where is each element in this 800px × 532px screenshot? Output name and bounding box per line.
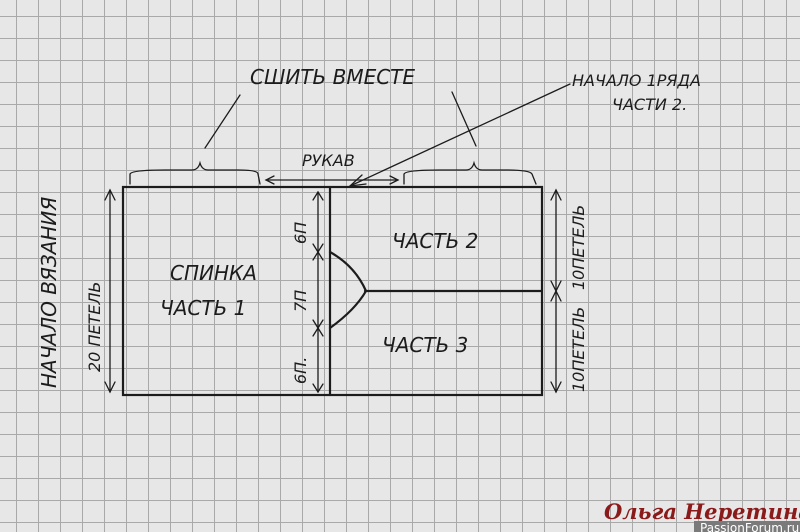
loops-20-label: 20 ПЕТЕЛЬ	[85, 282, 104, 372]
loops-10-top-label: 10ПЕТЕЛЬ	[569, 205, 588, 290]
row-start-label-1: НАЧАЛО 1РЯДА	[572, 71, 701, 90]
back-label: СПИНКА	[170, 261, 257, 285]
back-part-label: ЧАСТЬ 1	[160, 296, 246, 320]
sleeve-wedge	[328, 250, 368, 330]
sew-together-label: СШИТЬ ВМЕСТЕ	[250, 65, 415, 89]
left-dimension-head-top	[104, 188, 116, 201]
brace-right	[403, 160, 537, 185]
brace-left	[129, 160, 261, 185]
sew-pointer-left	[204, 94, 241, 149]
sew-pointer-right	[451, 91, 477, 147]
right-head-4	[550, 381, 562, 394]
sleeve-arrow-head-right	[389, 175, 400, 185]
part2-label: ЧАСТЬ 2	[392, 229, 478, 253]
sleeve-arrow-head-left	[264, 175, 275, 185]
seven-label: 7П	[291, 290, 310, 312]
row-start-label-2: ЧАСТИ 2.	[612, 95, 687, 114]
row-start-arrow	[349, 83, 571, 187]
left-dimension-head-bottom	[104, 381, 116, 394]
knit-start-label: НАЧАЛО ВЯЗАНИЯ	[37, 197, 61, 388]
right-head-3	[550, 289, 562, 302]
row-start-arrow-head	[348, 174, 367, 187]
watermark-bg	[694, 521, 800, 532]
author-signature: Ольга Неретина	[604, 499, 800, 524]
six-bottom-label: 6П.	[291, 357, 310, 384]
part3-label: ЧАСТЬ 3	[382, 333, 468, 357]
six-top-label: 6П	[291, 222, 310, 244]
sleeve-label: РУКАВ	[302, 151, 355, 170]
inner-head-1	[312, 190, 324, 201]
inner-head-3	[312, 250, 324, 261]
loops-10-bottom-label: 10ПЕТЕЛЬ	[569, 307, 588, 392]
inner-head-6	[312, 383, 324, 394]
watermark: PassionForum.ru	[700, 521, 799, 532]
right-head-1	[550, 188, 562, 201]
inner-head-5	[312, 326, 324, 337]
